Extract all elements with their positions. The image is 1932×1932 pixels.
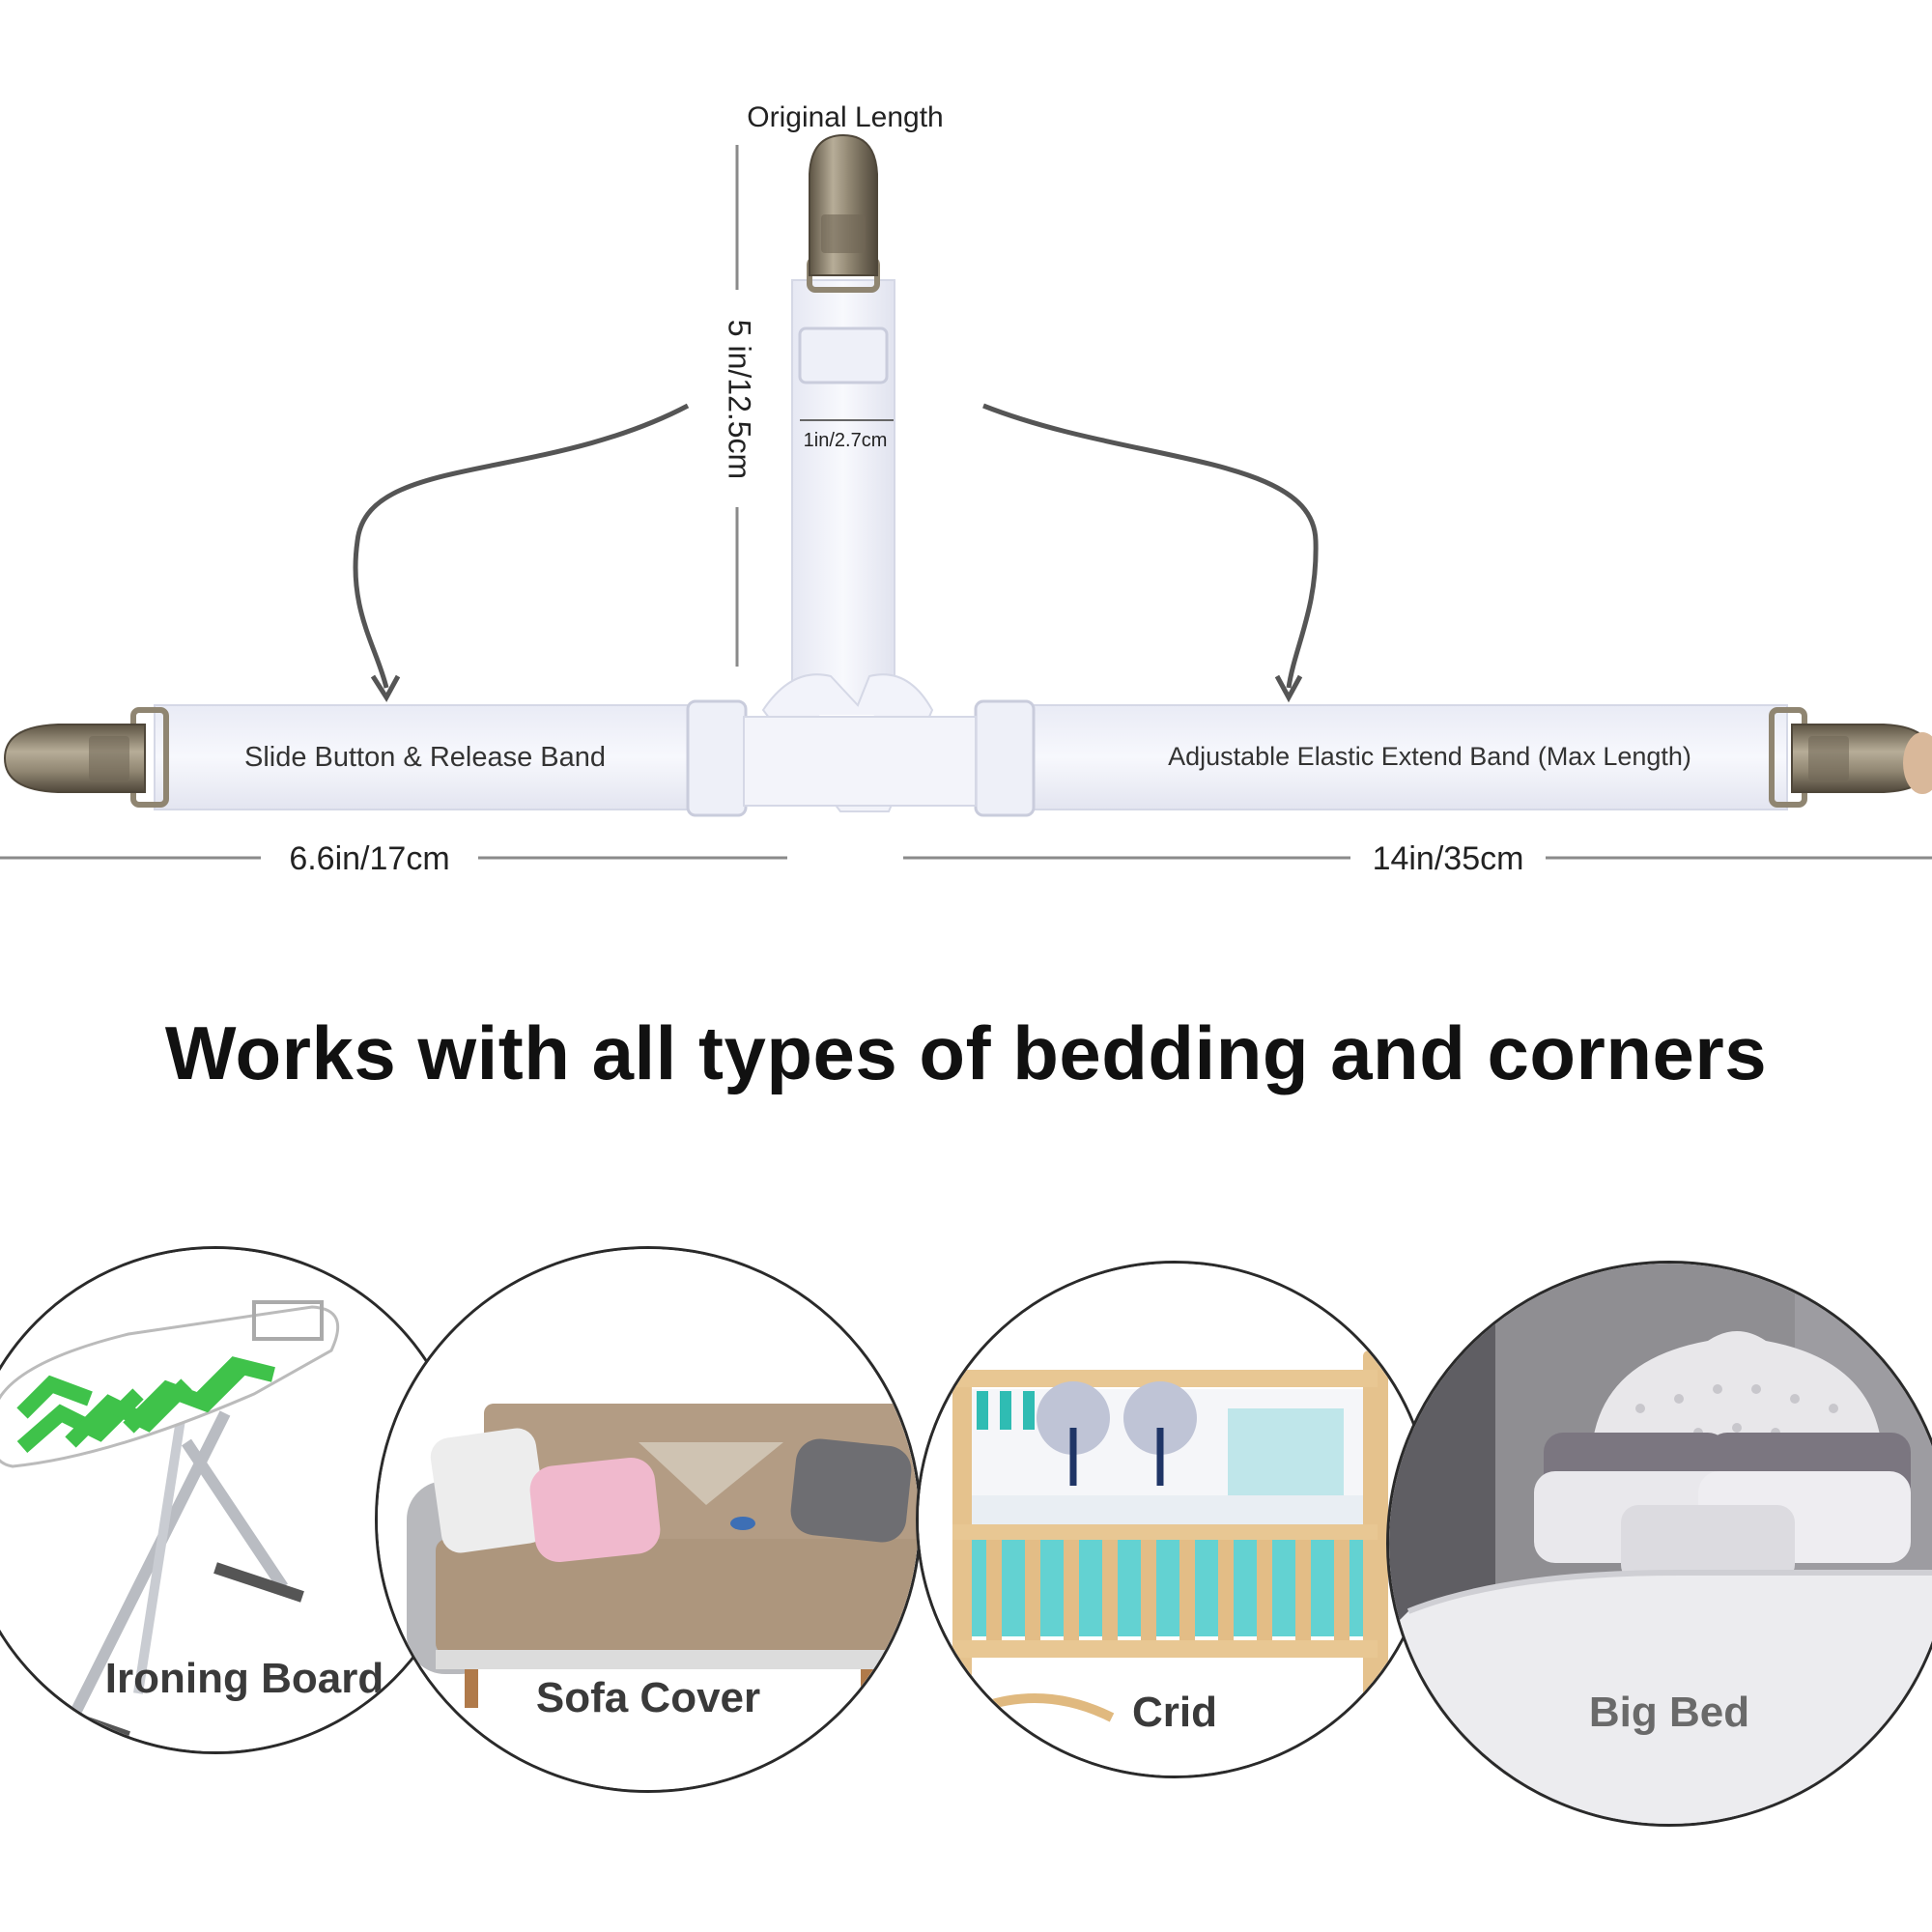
- center-band: [743, 716, 977, 807]
- left-clip: [3, 707, 169, 808]
- top-clip: [807, 133, 880, 293]
- use-label-sofa-cover: Sofa Cover: [535, 1674, 761, 1721]
- use-circle-sofa-cover: Sofa Cover: [375, 1246, 922, 1793]
- left-length-label: 6.6in/17cm: [289, 840, 450, 877]
- use-circle-crib: Crid: [916, 1261, 1434, 1778]
- bed-illustration: [1389, 1264, 1932, 1824]
- use-label-big-bed: Big Bed: [1588, 1689, 1750, 1736]
- left-band-label: Slide Button & Release Band: [243, 742, 607, 773]
- right-curved-arrow: [982, 403, 1319, 689]
- right-clip: [1769, 707, 1932, 808]
- headline: Works with all types of bedding and corn…: [164, 1010, 1768, 1095]
- use-label-crib: Crid: [1132, 1689, 1217, 1736]
- left-slider: [686, 699, 748, 817]
- right-slider: [974, 699, 1036, 817]
- right-length-label: 14in/35cm: [1372, 840, 1524, 877]
- strap-illustration: [0, 133, 1932, 860]
- left-curved-arrow: [353, 403, 690, 689]
- use-circle-big-bed: Big Bed: [1386, 1261, 1932, 1827]
- vertical-length-label: 5 in/12.5cm: [722, 319, 757, 480]
- right-arrow-head: [1274, 674, 1303, 703]
- strap-diagram: Original Length 5 in/12.5cm 1in/2.7cm Sl…: [0, 101, 1932, 877]
- sofa-illustration: [378, 1249, 919, 1790]
- use-label-ironing-board: Ironing Board: [104, 1655, 384, 1702]
- left-band: [154, 704, 696, 810]
- right-band: [984, 704, 1788, 810]
- right-band-label: Adjustable Elastic Extend Band (Max Leng…: [1168, 742, 1691, 771]
- vertical-slider: [798, 327, 889, 384]
- finger: [1903, 732, 1932, 794]
- original-length-label: Original Length: [747, 101, 944, 133]
- left-arrow-head: [370, 674, 401, 702]
- crib-illustration: [919, 1264, 1431, 1776]
- width-label: 1in/2.7cm: [803, 430, 888, 451]
